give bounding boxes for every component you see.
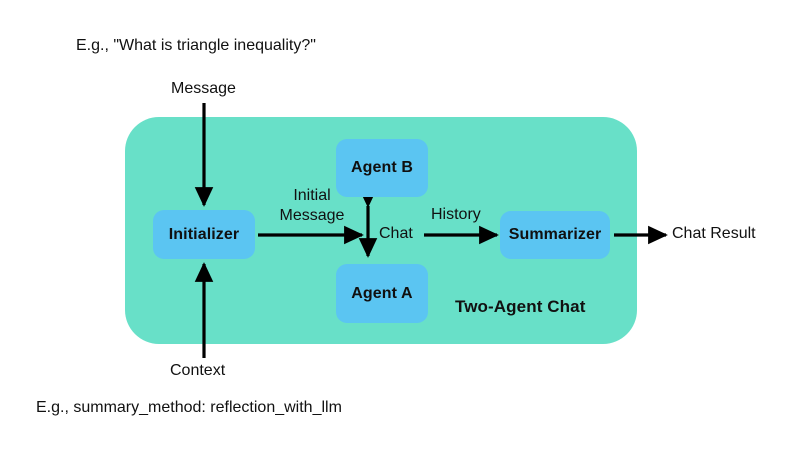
- group-title-two-agent-chat: Two-Agent Chat: [455, 297, 586, 316]
- node-agent-a[interactable]: Agent A: [336, 264, 428, 323]
- edge-label-initial-message-line1: Initial: [293, 187, 331, 204]
- edge-label-chat: Chat: [379, 225, 413, 242]
- example-input-annotation: E.g., "What is triangle inequality?": [76, 37, 316, 54]
- node-agent-b[interactable]: Agent B: [336, 139, 428, 197]
- edge-label-context: Context: [170, 362, 226, 379]
- edge-label-initial-message: Initial Message: [264, 186, 360, 226]
- node-summarizer[interactable]: Summarizer: [500, 211, 610, 259]
- edge-label-chat-result: Chat Result: [672, 225, 756, 242]
- node-initializer[interactable]: Initializer: [153, 210, 255, 259]
- edge-label-message: Message: [171, 80, 236, 97]
- edge-label-initial-message-line2: Message: [279, 207, 345, 224]
- example-config-annotation: E.g., summary_method: reflection_with_ll…: [36, 399, 342, 416]
- edge-label-history: History: [431, 206, 481, 223]
